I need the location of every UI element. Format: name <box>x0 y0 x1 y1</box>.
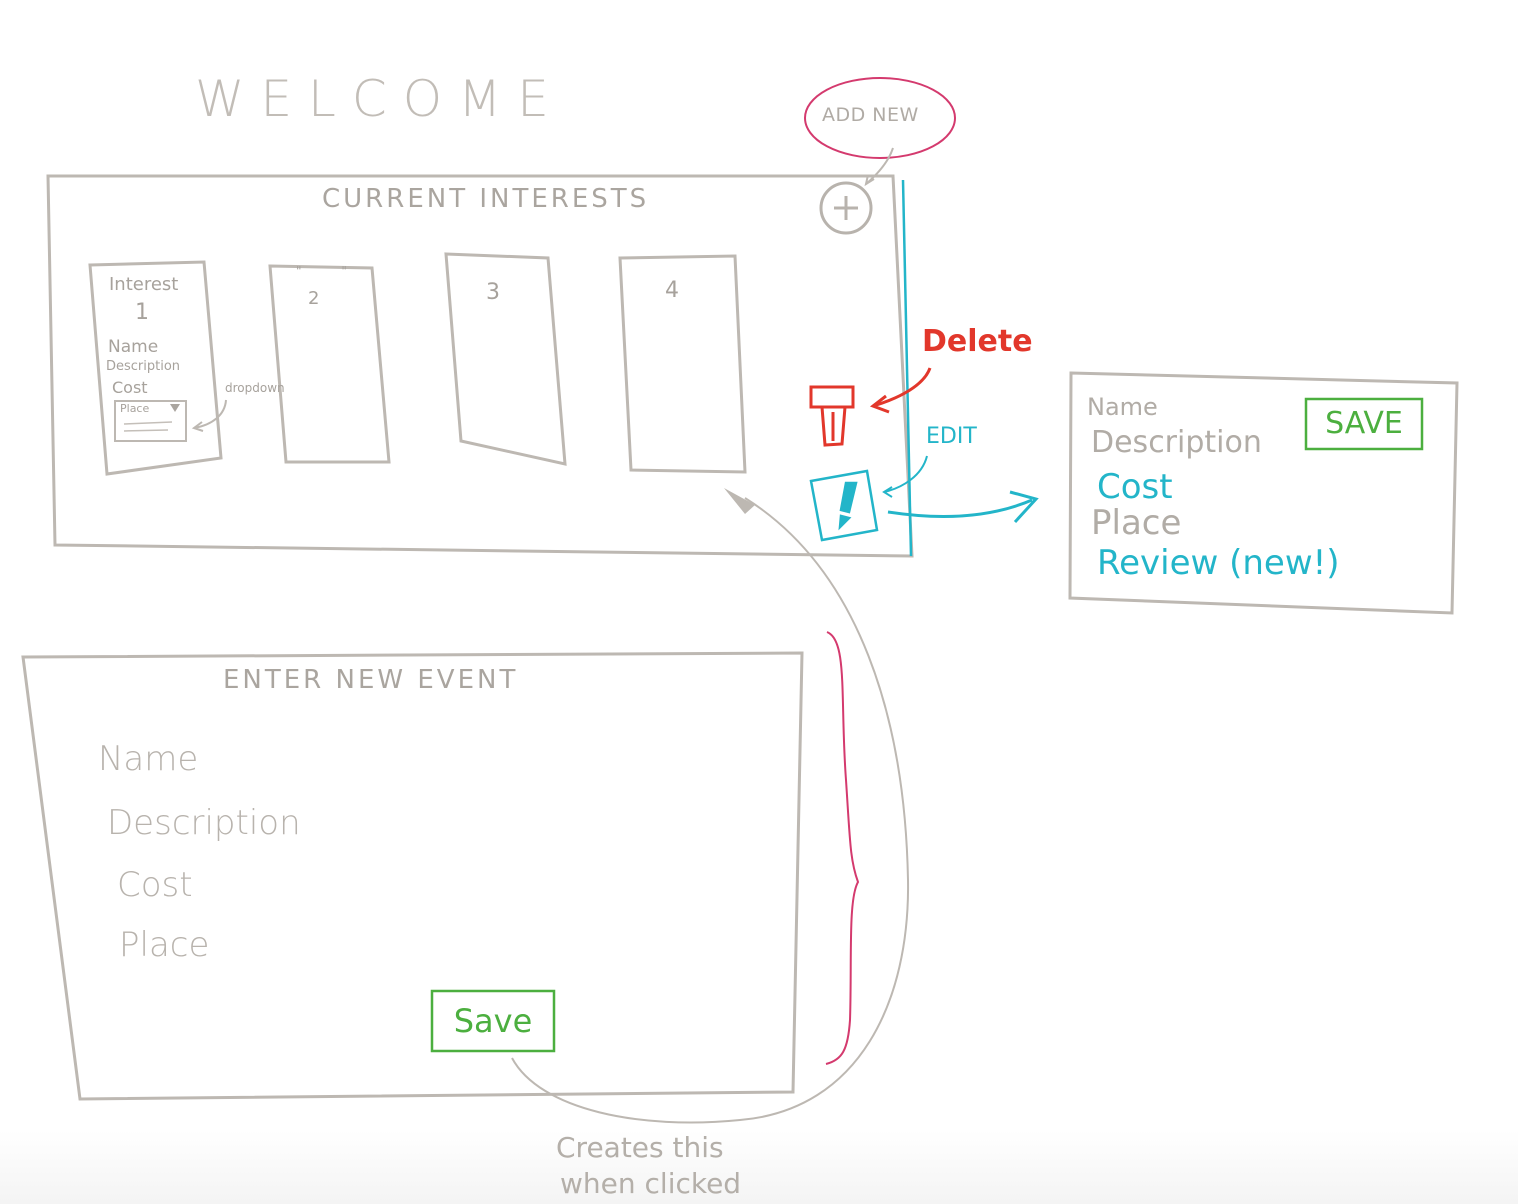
card-1-title: Interest <box>109 274 179 295</box>
edit-field-review: Review (new!) <box>1097 543 1340 583</box>
new-event-title: ENTER NEW EVENT <box>223 665 519 695</box>
edit-field-name: Name <box>1087 393 1158 421</box>
card-1-field-name: Name <box>108 337 159 357</box>
edit-panel: Name Description Cost Place Review (new!… <box>1071 373 1455 611</box>
place-dropdown-value: Place <box>120 402 150 415</box>
interests-title: CURRENT INTERESTS <box>322 184 650 214</box>
creates-line-1: Creates this <box>556 1131 724 1164</box>
new-event-field-name[interactable]: Name <box>98 739 199 779</box>
new-event-field-place[interactable]: Place <box>119 925 210 965</box>
chevron-down-icon <box>171 403 181 411</box>
new-event-save-button[interactable]: Save <box>453 1002 533 1040</box>
interest-card-1[interactable]: Interest 1 Name Description Cost Place <box>90 262 220 474</box>
creates-line-2: when clicked <box>560 1167 742 1200</box>
card-1-field-description: Description <box>106 359 181 374</box>
creates-annotation: Creates this when clicked <box>556 1130 741 1202</box>
card-2-number: 2 <box>308 288 320 309</box>
dropdown-note: dropdown <box>225 381 285 395</box>
interest-card-4[interactable]: 4 <box>620 256 744 472</box>
edit-field-place: Place <box>1091 503 1182 543</box>
card-4-number: 4 <box>665 278 679 303</box>
interest-card-2[interactable]: " " 2 <box>270 264 388 462</box>
edit-field-cost: Cost <box>1097 467 1173 507</box>
teal-divider <box>901 179 913 557</box>
place-dropdown[interactable]: Place <box>115 401 186 441</box>
new-event-field-description[interactable]: Description <box>107 803 301 843</box>
page-title: WELCOME <box>195 70 565 128</box>
edit-button[interactable] <box>810 470 878 542</box>
edit-annotation: EDIT <box>926 424 977 449</box>
add-new-label: ADD NEW <box>822 104 919 126</box>
interest-card-3[interactable]: 3 <box>446 254 564 462</box>
add-interest-button[interactable] <box>820 184 872 232</box>
card-2-ditto: " " <box>296 264 365 278</box>
edit-field-description: Description <box>1091 425 1262 460</box>
magenta-bracket <box>825 631 860 1065</box>
edit-save-button[interactable]: SAVE <box>1325 406 1403 441</box>
delete-button[interactable] <box>808 384 856 448</box>
delete-annotation: Delete <box>922 324 1033 359</box>
new-event-panel: ENTER NEW EVENT Name Description Cost Pl… <box>23 653 802 1099</box>
card-1-number: 1 <box>135 300 149 325</box>
card-3-number: 3 <box>486 280 500 305</box>
new-event-field-cost[interactable]: Cost <box>117 865 193 905</box>
card-1-field-cost: Cost <box>112 378 148 397</box>
